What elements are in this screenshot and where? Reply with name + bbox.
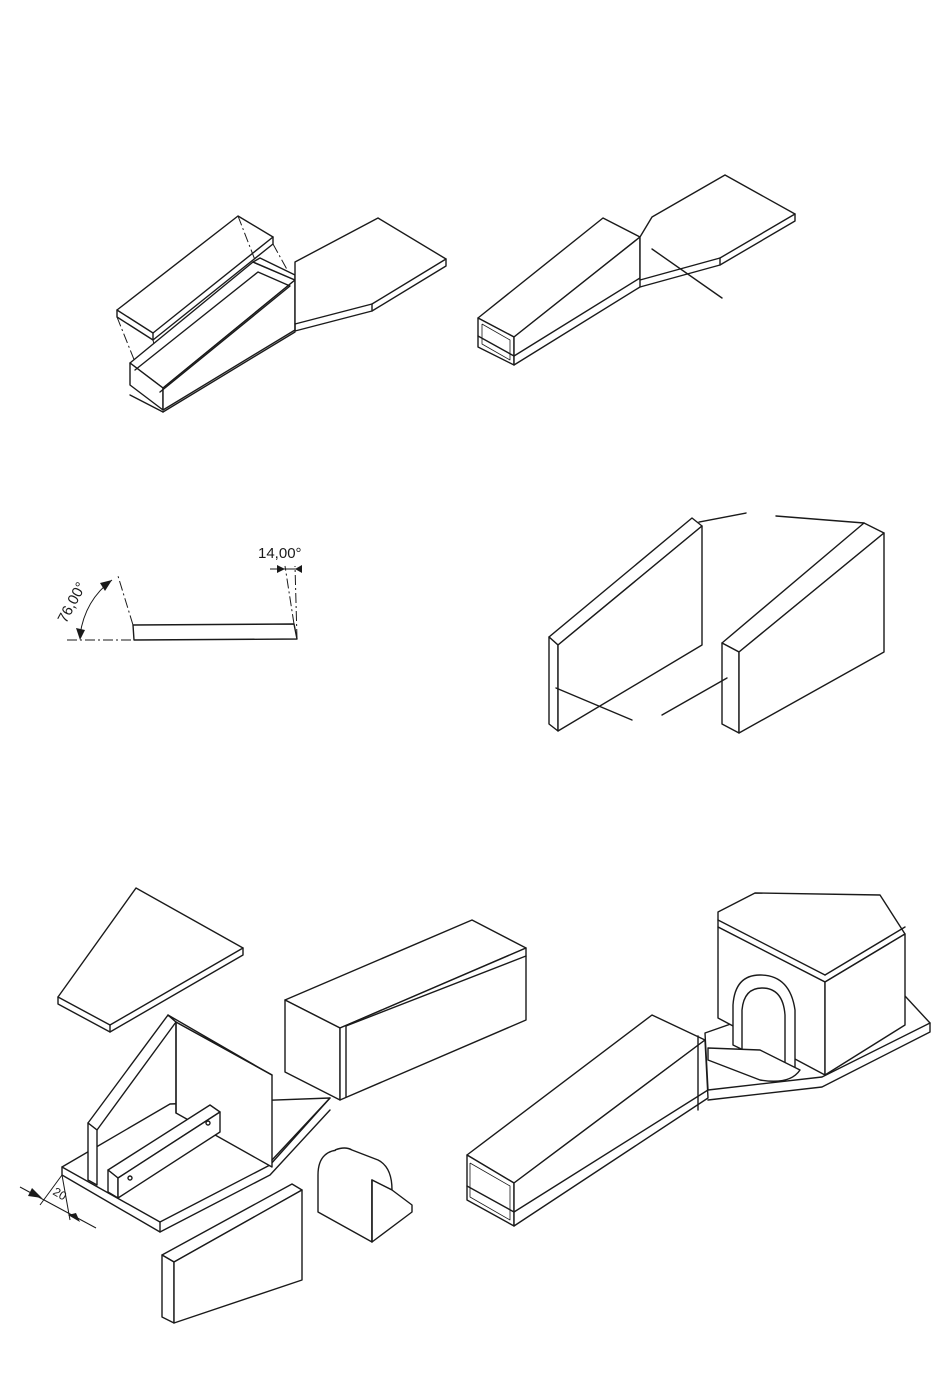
- channel-base-part: [130, 218, 446, 412]
- side-plate-left: [549, 518, 702, 731]
- side-plate-right: [722, 523, 884, 733]
- angle-left-label: 76,00°: [55, 579, 90, 625]
- housing-lid-part: [58, 888, 243, 1032]
- view-exploded-channel: [117, 216, 446, 412]
- thickness-dimension: 20: [20, 1175, 96, 1228]
- view-assembled-channel: [478, 175, 795, 365]
- view-exploded-housing: 20: [20, 888, 526, 1323]
- angle-right-label: 14,00°: [258, 545, 302, 562]
- arch-part: [318, 1148, 412, 1242]
- view-bend-angles: 76,00° 14,00°: [55, 545, 302, 640]
- view-side-plates: [549, 513, 884, 733]
- view-assembled-housing: [467, 893, 930, 1226]
